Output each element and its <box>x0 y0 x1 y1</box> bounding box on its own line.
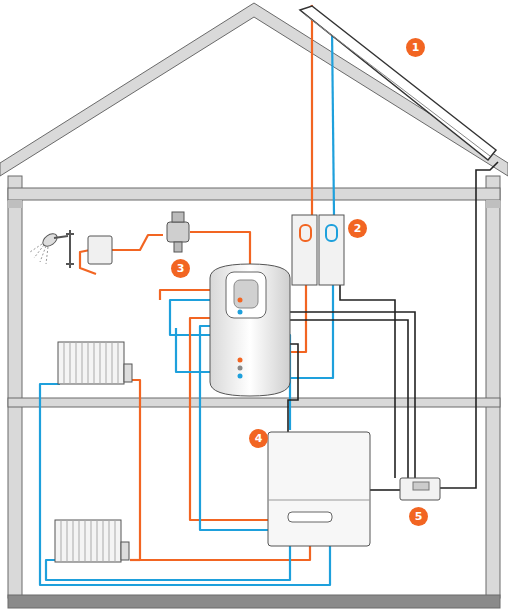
callout-number: 5 <box>409 507 428 526</box>
hot-water-cylinder <box>210 264 290 396</box>
radiator <box>55 520 129 562</box>
middle-floor <box>8 398 500 407</box>
callout-number: 1 <box>406 38 425 57</box>
right-wall <box>486 176 500 598</box>
left-wall <box>8 176 22 598</box>
shower <box>30 230 112 268</box>
wall-detail <box>486 200 500 208</box>
ground-floor <box>8 595 500 608</box>
solar-panel <box>300 6 496 160</box>
boiler <box>268 432 370 546</box>
mixing-valve <box>167 212 189 252</box>
controller <box>400 478 440 500</box>
callout-number: 3 <box>171 259 190 278</box>
roof <box>0 3 508 176</box>
attic-floor <box>8 188 500 200</box>
callout-number: 4 <box>249 429 268 448</box>
callout-number: 2 <box>348 219 367 238</box>
wall-detail <box>8 200 22 208</box>
pump-station <box>292 215 344 285</box>
radiator <box>58 342 132 384</box>
